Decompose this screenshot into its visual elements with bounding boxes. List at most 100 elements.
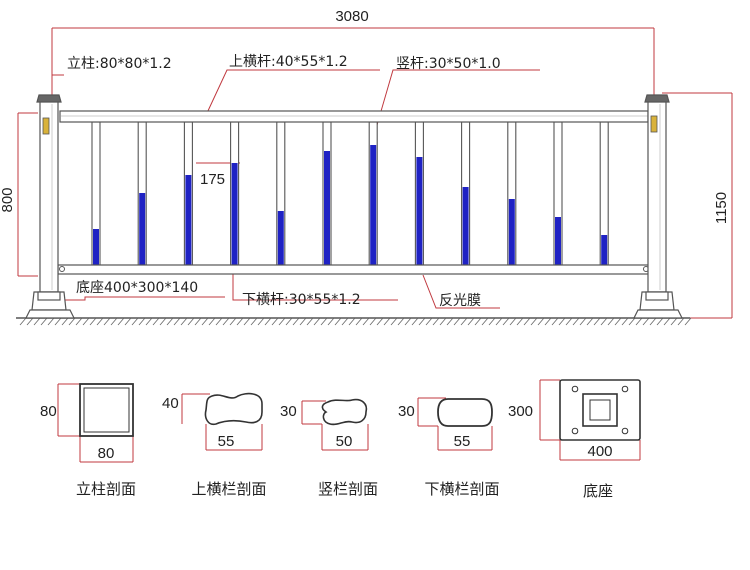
- ground-hatch-line: [362, 317, 370, 326]
- left-post: [25, 94, 75, 319]
- overall-length-dimension: 3080: [335, 8, 368, 25]
- post-section-caption: 立柱剖面: [76, 480, 136, 498]
- ground-hatch-line: [565, 317, 573, 326]
- ground-hatch-line: [495, 317, 503, 326]
- ground-hatch-line: [572, 317, 580, 326]
- ground-hatch-line: [236, 317, 244, 326]
- ground-hatch-line: [264, 317, 272, 326]
- ground-hatch-line: [551, 317, 559, 326]
- ground-hatch-line: [530, 317, 538, 326]
- post-spec-label: 立柱:80*80*1.2: [67, 56, 172, 72]
- base-section-caption: 底座: [583, 482, 613, 500]
- ground-hatch-line: [509, 317, 517, 326]
- ground-hatch-line: [145, 317, 153, 326]
- ground-hatch-line: [40, 317, 48, 326]
- ground-hatch-line: [383, 317, 391, 326]
- ground-hatch-line: [334, 317, 342, 326]
- ground-hatch-line: [138, 317, 146, 326]
- ground-hatch-line: [467, 317, 475, 326]
- base-section: 300 400 底座: [508, 379, 641, 500]
- ground-hatch-line: [271, 317, 279, 326]
- base-section-width: 400: [587, 443, 612, 460]
- ground-hatch-line: [201, 317, 209, 326]
- ground-hatch-line: [257, 317, 265, 326]
- reflective-film-strip: [231, 163, 238, 265]
- ground-hatch-line: [558, 317, 566, 326]
- ground-hatch-line: [579, 317, 587, 326]
- bottom-rail-section-width: 55: [454, 433, 471, 450]
- reflective-film-strip: [370, 145, 377, 265]
- top-rail-section: 40 55 上横栏剖面: [162, 392, 267, 498]
- ground-hatch-line: [614, 317, 622, 326]
- ground-hatch-line: [425, 317, 433, 326]
- ground-hatch-line: [285, 317, 293, 326]
- base-spec-label: 底座400*300*140: [76, 280, 198, 296]
- ground-hatch-line: [523, 317, 531, 326]
- balusters: [91, 121, 609, 266]
- ground-hatch-line: [474, 317, 482, 326]
- rail-height-dimension: 800: [0, 187, 16, 212]
- base-section-height: 300: [508, 403, 533, 420]
- ground-hatch-line: [586, 317, 594, 326]
- ground-hatch-line: [537, 317, 545, 326]
- ground-hatch-line: [278, 317, 286, 326]
- ground-hatch-line: [404, 317, 412, 326]
- ground-hatch-line: [411, 317, 419, 326]
- ground-hatch-line: [663, 317, 671, 326]
- ground-hatch-line: [47, 317, 55, 326]
- baluster-section-height: 30: [280, 403, 297, 420]
- reflective-film-strip: [416, 157, 423, 265]
- ground-hatch-line: [180, 317, 188, 326]
- ground-hatch-line: [516, 317, 524, 326]
- ground-hatch-line: [481, 317, 489, 326]
- ground-hatch-line: [635, 317, 643, 326]
- ground-hatch-line: [19, 317, 27, 326]
- ground-hatch-line: [117, 317, 125, 326]
- ground-hatch-line: [607, 317, 615, 326]
- ground-hatch-line: [313, 317, 321, 326]
- ground-hatch-line: [187, 317, 195, 326]
- ground-hatch-line: [152, 317, 160, 326]
- ground-hatch-line: [600, 317, 608, 326]
- ground-hatch-line: [166, 317, 174, 326]
- ground: [16, 317, 692, 326]
- ground-hatch-line: [292, 317, 300, 326]
- film-length-dimension: 175: [200, 171, 225, 188]
- ground-hatch-line: [488, 317, 496, 326]
- reflective-film-label: 反光膜: [439, 293, 481, 309]
- ground-hatch-line: [327, 317, 335, 326]
- ground-hatch-line: [96, 317, 104, 326]
- ground-hatch-line: [222, 317, 230, 326]
- ground-hatch-line: [320, 317, 328, 326]
- reflective-film-strip: [508, 199, 515, 265]
- ground-hatch-line: [446, 317, 454, 326]
- ground-hatch-line: [642, 317, 650, 326]
- ground-hatch-line: [390, 317, 398, 326]
- top-rail-spec-label: 上横杆:40*55*1.2: [229, 54, 348, 70]
- reflective-film-strip: [462, 187, 469, 265]
- ground-hatch-line: [26, 317, 34, 326]
- ground-hatch-line: [89, 317, 97, 326]
- ground-hatch-line: [677, 317, 685, 326]
- ground-hatch-line: [75, 317, 83, 326]
- reflective-film-strip: [324, 151, 330, 265]
- ground-hatch-line: [684, 317, 692, 326]
- ground-hatch-line: [215, 317, 223, 326]
- baluster-section-width: 50: [336, 433, 353, 450]
- ground-hatch-line: [397, 317, 405, 326]
- ground-hatch-line: [82, 317, 90, 326]
- ground-hatch-line: [439, 317, 447, 326]
- bottom-rail-section-caption: 下横栏剖面: [424, 480, 499, 498]
- bottom-rail-spec-label: 下横杆:30*55*1.2: [242, 292, 361, 308]
- ground-hatch-line: [502, 317, 510, 326]
- reflective-film-strip: [139, 193, 146, 265]
- baluster-section-caption: 竖栏剖面: [318, 480, 378, 498]
- ground-hatch-line: [621, 317, 629, 326]
- ground-hatch-line: [355, 317, 363, 326]
- ground-hatch-line: [54, 317, 62, 326]
- ground-hatch-line: [432, 317, 440, 326]
- ground-hatch-line: [670, 317, 678, 326]
- ground-hatch-line: [593, 317, 601, 326]
